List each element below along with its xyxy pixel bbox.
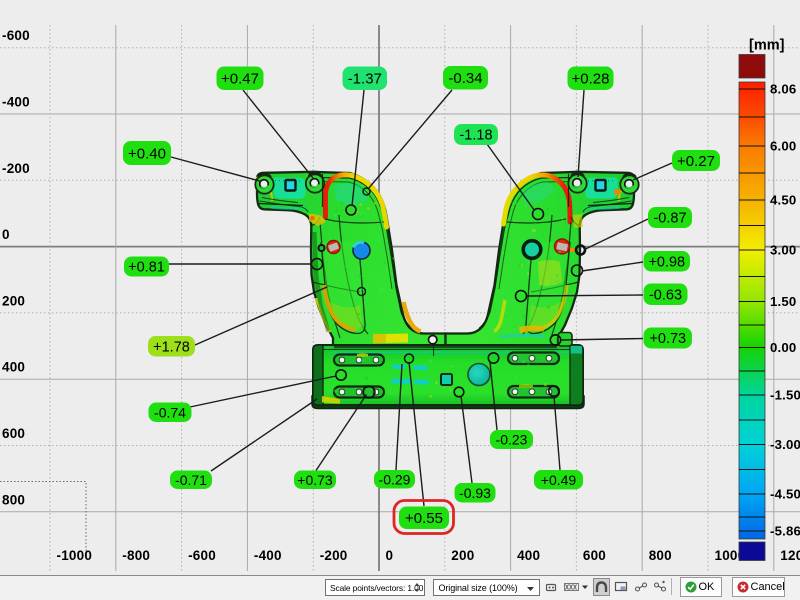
svg-text:400: 400 [517, 548, 540, 563]
svg-text:0: 0 [2, 227, 10, 242]
svg-text:-1.37: -1.37 [348, 71, 382, 88]
svg-text:3.00: 3.00 [770, 243, 796, 258]
svg-text:-0.87: -0.87 [653, 211, 686, 227]
svg-text:0.00: 0.00 [770, 340, 796, 355]
svg-text:-1.18: -1.18 [459, 128, 492, 144]
svg-text:-4.50: -4.50 [770, 487, 800, 502]
svg-text:-200: -200 [320, 548, 348, 563]
svg-text:+0.40: +0.40 [128, 145, 166, 162]
svg-text:-400: -400 [254, 548, 282, 563]
svg-text:-1.50: -1.50 [770, 388, 800, 403]
svg-text:8.06: 8.06 [770, 82, 796, 97]
svg-text:+0.73: +0.73 [297, 472, 333, 488]
svg-text:-400: -400 [2, 95, 30, 110]
svg-text:-1000: -1000 [57, 548, 93, 563]
svg-text:1000: 1000 [715, 548, 746, 563]
svg-text:+0.49: +0.49 [541, 472, 577, 488]
svg-text:4.50: 4.50 [770, 193, 796, 208]
svg-text:-0.23: -0.23 [496, 432, 528, 448]
svg-text:+0.27: +0.27 [677, 153, 715, 170]
svg-text:+0.55: +0.55 [405, 510, 443, 527]
svg-text:-0.29: -0.29 [379, 471, 411, 487]
svg-text:[mm]: [mm] [749, 38, 785, 54]
svg-text:0: 0 [386, 548, 394, 563]
svg-text:800: 800 [649, 548, 672, 563]
svg-text:+0.28: +0.28 [572, 71, 610, 88]
svg-text:+0.81: +0.81 [128, 260, 165, 276]
svg-text:-600: -600 [2, 28, 30, 43]
svg-text:+0.73: +0.73 [649, 331, 686, 347]
svg-text:1.50: 1.50 [770, 294, 796, 309]
svg-text:+1.78: +1.78 [153, 340, 190, 356]
svg-text:-0.74: -0.74 [154, 404, 186, 420]
svg-text:200: 200 [451, 548, 474, 563]
svg-text:-0.93: -0.93 [459, 485, 491, 501]
svg-text:-5.86: -5.86 [770, 524, 800, 539]
svg-text:+0.47: +0.47 [221, 71, 259, 88]
svg-text:-0.63: -0.63 [649, 288, 682, 304]
svg-text:-800: -800 [122, 548, 150, 563]
svg-text:6.00: 6.00 [770, 139, 796, 154]
svg-text:600: 600 [583, 548, 606, 563]
svg-text:600: 600 [2, 426, 25, 441]
svg-text:200: 200 [2, 293, 25, 308]
svg-text:-600: -600 [188, 548, 216, 563]
svg-text:800: 800 [2, 492, 25, 507]
svg-text:-0.71: -0.71 [175, 472, 207, 488]
svg-text:-0.34: -0.34 [448, 70, 482, 87]
svg-text:+0.98: +0.98 [648, 255, 685, 271]
svg-text:400: 400 [2, 360, 25, 375]
svg-text:-3.00: -3.00 [770, 437, 800, 452]
svg-text:-200: -200 [2, 161, 30, 176]
svg-text:1200: 1200 [780, 548, 800, 563]
